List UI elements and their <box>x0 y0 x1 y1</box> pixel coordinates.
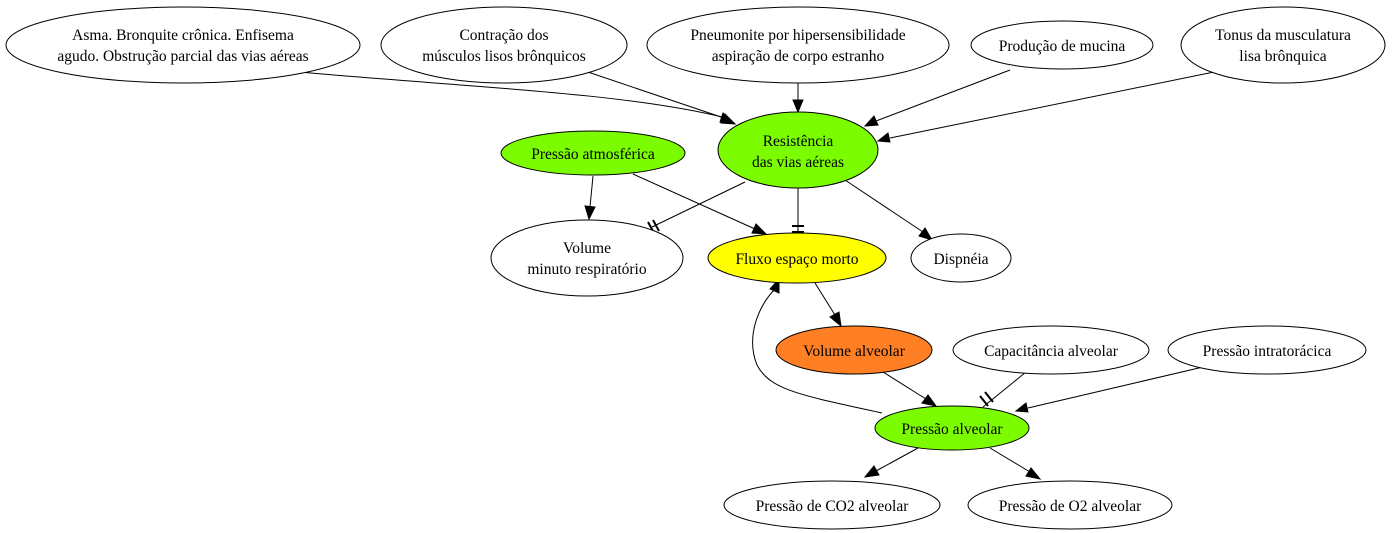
node-volume-minuto-line-2: minuto respiratório <box>527 261 646 278</box>
node-capacitancia-alveolar[interactable]: Capacitância alveolar <box>952 325 1150 375</box>
node-pressao-atmosferica-line-1: Pressão atmosférica <box>531 146 655 163</box>
node-contracao[interactable]: Contração dos músculos lisos brônquicos <box>380 6 628 84</box>
edge-pressao-intra-to-pressao-alveolar <box>1014 366 1204 413</box>
edge-capacitancia-to-pressao-alveolar <box>979 371 1027 408</box>
node-producao-line-1: Produção de mucina <box>999 38 1126 55</box>
edge-resistencia-to-dispneia <box>844 179 934 241</box>
node-pressao-intratoracica-line-1: Pressão intratorácica <box>1203 343 1332 360</box>
node-contracao-line-1: Contração dos <box>459 27 548 44</box>
edge-volume-alveolar-to-pressao-alveolar <box>882 371 938 407</box>
edge-pressao-atm-to-fluxo <box>632 173 768 235</box>
edge-contracao-to-resistencia <box>581 69 737 125</box>
node-volume-alveolar-line-1: Volume alveolar <box>803 343 906 360</box>
node-fluxo-espaco-morto-line-1: Fluxo espaço morto <box>735 251 858 268</box>
node-fluxo-espaco-morto[interactable]: Fluxo espaço morto <box>707 232 887 284</box>
edge-producao-to-resistencia <box>863 69 1011 127</box>
node-asma-line-1: Asma. Bronquite crônica. Enfisema <box>72 27 294 44</box>
edge-fluxo-to-volume-alveolar <box>814 282 842 328</box>
edge-pressao-atm-to-volume-minuto <box>584 175 596 221</box>
edge-tonus-to-resistencia <box>876 71 1215 143</box>
edge-resistencia-to-fluxo <box>792 184 804 233</box>
node-volume-alveolar[interactable]: Volume alveolar <box>775 325 933 375</box>
node-volume-minuto[interactable]: Volume minuto respiratório <box>490 219 684 297</box>
node-pneumonite[interactable]: Pneumonite por hipersensibilidade aspira… <box>646 6 950 84</box>
node-resistencia-line-1: Resistência <box>763 133 834 150</box>
node-pressao-alveolar[interactable]: Pressão alveolar <box>874 405 1030 451</box>
node-resistencia-line-2: das vias aéreas <box>752 154 844 171</box>
node-asma[interactable]: Asma. Bronquite crônica. Enfisema agudo.… <box>5 6 361 84</box>
node-pressao-co2-alveolar[interactable]: Pressão de CO2 alveolar <box>723 480 941 530</box>
node-volume-minuto-line-1: Volume <box>563 240 611 257</box>
node-pressao-intratoracica[interactable]: Pressão intratorácica <box>1167 325 1367 375</box>
nodes: Asma. Bronquite crônica. Enfisema agudo.… <box>5 6 1386 530</box>
node-contracao-line-2: músculos lisos brônquicos <box>422 48 586 65</box>
edge-resistencia-to-volume-minuto <box>647 181 746 234</box>
edge-pressao-alveolar-to-o2 <box>989 447 1042 480</box>
node-asma-line-2: agudo. Obstrução parcial das vias aéreas <box>57 48 308 65</box>
node-pressao-o2-alveolar-line-1: Pressão de O2 alveolar <box>999 498 1142 515</box>
node-pneumonite-line-1: Pneumonite por hipersensibilidade <box>690 27 905 44</box>
node-resistencia[interactable]: Resistência das vias aéreas <box>717 111 879 189</box>
node-pneumonite-line-2: aspiração de corpo estranho <box>712 48 885 65</box>
edge-pressao-alveolar-to-co2 <box>863 447 919 478</box>
edges <box>299 69 1215 480</box>
node-capacitancia-alveolar-line-1: Capacitância alveolar <box>984 343 1119 360</box>
node-tonus-line-2: lisa brônquica <box>1239 48 1326 65</box>
node-pressao-co2-alveolar-line-1: Pressão de CO2 alveolar <box>756 498 910 515</box>
node-pressao-atmosferica[interactable]: Pressão atmosférica <box>500 130 686 176</box>
node-pressao-alveolar-line-1: Pressão alveolar <box>901 421 1003 438</box>
node-dispneia-line-1: Dispnéia <box>933 251 988 268</box>
node-tonus-line-1: Tonus da musculatura <box>1215 27 1351 44</box>
node-pressao-o2-alveolar[interactable]: Pressão de O2 alveolar <box>967 480 1173 530</box>
node-dispneia[interactable]: Dispnéia <box>910 233 1012 283</box>
node-producao[interactable]: Produção de mucina <box>970 20 1154 70</box>
edge-pneumonite-to-resistencia <box>792 82 804 114</box>
node-tonus[interactable]: Tonus da musculatura lisa brônquica <box>1180 6 1386 84</box>
